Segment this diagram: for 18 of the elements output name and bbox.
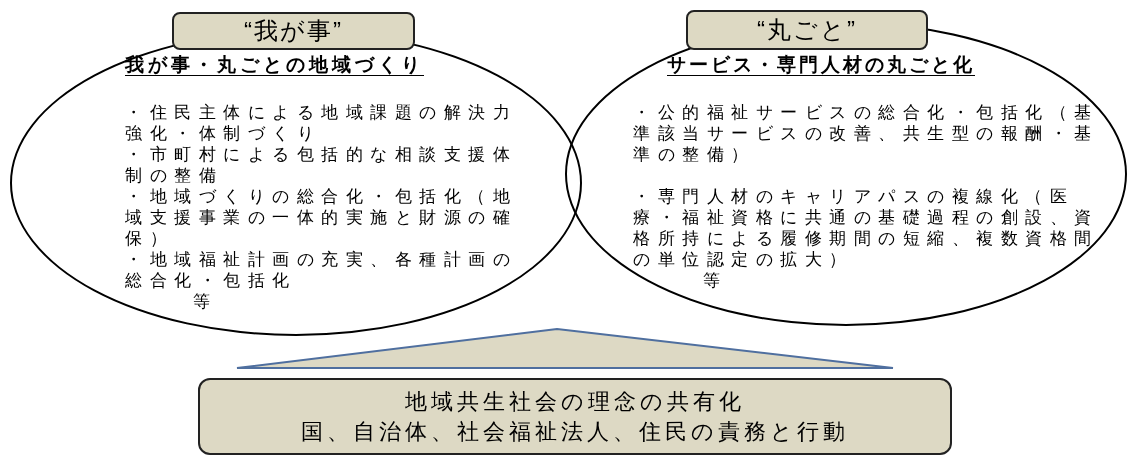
tag-text: “丸ごと” [757, 15, 857, 45]
band-text: 地域共生社会の理念の共有化 [405, 387, 745, 416]
bullet-text: ・公的福祉サービスの総合化・包括化（基準該当サービスの改善、共生型の報酬・基準の整備） [633, 102, 1100, 165]
tag-box [686, 10, 928, 50]
band-text: 国、自治体、社会福祉法人、住民の責務と行動 [301, 417, 849, 446]
bullet-text: ・住民主体による地域課題の解決力強化・体制づくり [125, 102, 518, 144]
tag-box [172, 12, 415, 50]
section-heading: 我が事・丸ごとの地域づくり [125, 53, 425, 77]
bullet-text: ・専門人材のキャリアパスの複線化（医療・福祉資格に共通の基礎過程の創設、資格所持による履修期間の短縮、複数資格間の単位認定の拡大） [633, 186, 1100, 270]
tag-text: “我が事” [244, 16, 343, 46]
bullet-text: ・地域づくりの総合化・包括化（地域支援事業の一体的実施と財源の確保） [125, 186, 518, 249]
bullet-text: ・市町村による包括的な相談支援体制の整備 [125, 144, 518, 186]
bullet-text: ・地域福祉計画の充実、各種計画の総合化・包括化 [125, 249, 518, 291]
etc-text: 等 [702, 270, 721, 291]
section-heading: サービス・専門人材の丸ごと化 [667, 53, 976, 77]
foundation-box [198, 378, 952, 455]
roof-triangle [236, 328, 894, 369]
etc-text: 等 [192, 291, 211, 312]
